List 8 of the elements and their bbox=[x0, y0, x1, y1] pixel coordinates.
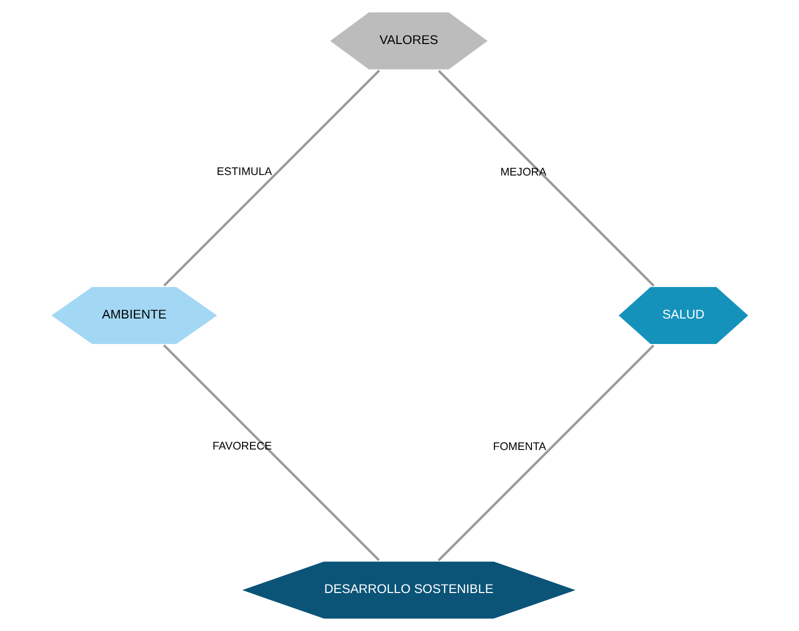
edge-label: MEJORA bbox=[500, 166, 546, 178]
connector bbox=[438, 344, 654, 562]
edge-label: FOMENTA bbox=[492, 440, 546, 453]
connector bbox=[163, 70, 380, 286]
connector bbox=[438, 70, 655, 287]
edge-label: FAVORECE bbox=[212, 440, 272, 453]
edge-label: ESTIMULA bbox=[216, 166, 272, 178]
connector bbox=[163, 344, 380, 562]
